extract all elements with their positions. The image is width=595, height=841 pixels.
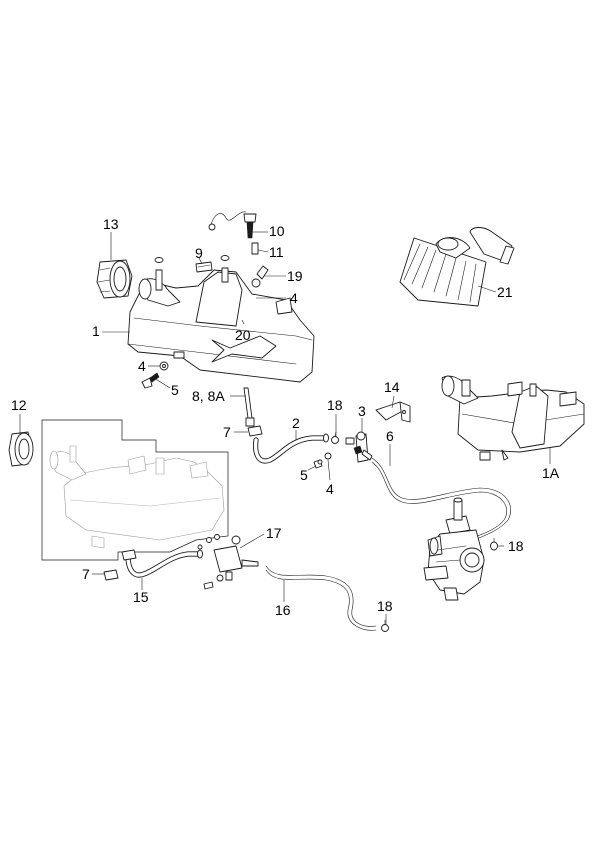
callout-5-mid: 5 [300,467,308,483]
part-3-fuel-tap [345,431,373,463]
part-10-sensor [208,211,257,239]
part-7-clamp-upper [247,425,263,437]
part-19-bolt [251,265,269,288]
callout-9: 9 [195,245,203,261]
part-5-screw-left [141,372,160,389]
carburettor [423,497,485,601]
callout-11: 11 [269,244,284,260]
callout-1: 1 [92,323,100,339]
part-15-hose [121,549,203,578]
callout-15: 15 [133,589,149,605]
part-4-washer-mid [324,452,332,460]
part-18-clip-b [490,537,498,551]
part-13-cap [96,259,133,299]
part-2-hose [253,433,329,464]
part-16-fuel-line [265,565,377,631]
callout-6: 6 [386,428,394,444]
callout-7-lower: 7 [82,566,90,582]
callout-21: 21 [497,284,513,300]
callout-12: 12 [11,397,27,413]
callout-7-upper: 7 [223,424,231,440]
callout-3: 3 [358,403,366,419]
part-1a-airbox [441,375,585,461]
callout-18-b: 18 [508,538,524,554]
callout-20: 20 [235,327,251,343]
part-14-bracket [375,401,411,423]
part-6-fuel-line [371,457,511,541]
callout-16: 16 [275,602,291,618]
callout-19: 19 [287,268,303,284]
inset-frame [41,419,229,561]
callout-8-8a: 8, 8A [192,388,225,404]
part-5-screw-mid [313,459,323,469]
callout-18-c: 18 [377,598,393,614]
part-7-clamp-lower [103,569,119,581]
callout-1a: 1A [542,465,560,481]
leader-lines [19,231,551,624]
callout-labels: 13 10 9 11 19 4 1 20 21 4 5 8, 8A 12 14 … [11,216,560,618]
part-8-bolt [243,387,255,427]
part-18-clip-a [331,431,339,444]
part-4-washer-left [159,361,169,371]
callout-5-left: 5 [171,382,179,398]
callout-4-left: 4 [138,358,146,374]
part-12-cap [8,431,34,467]
callout-14: 14 [384,379,400,395]
callout-10: 10 [269,223,285,239]
callout-18-a: 18 [327,397,343,413]
callout-17: 17 [266,525,282,541]
part-21-air-filter [399,227,515,307]
part-18-clip-c [381,619,389,632]
part-11-stud [251,242,259,255]
part-9-clip [195,261,213,273]
callout-13: 13 [103,216,119,232]
inset-ghost-airbox [49,445,225,549]
part-17-fuel-tap [197,534,259,590]
callout-4-mid: 4 [326,481,334,497]
callout-2: 2 [292,415,300,431]
callout-4-top: 4 [290,290,298,306]
